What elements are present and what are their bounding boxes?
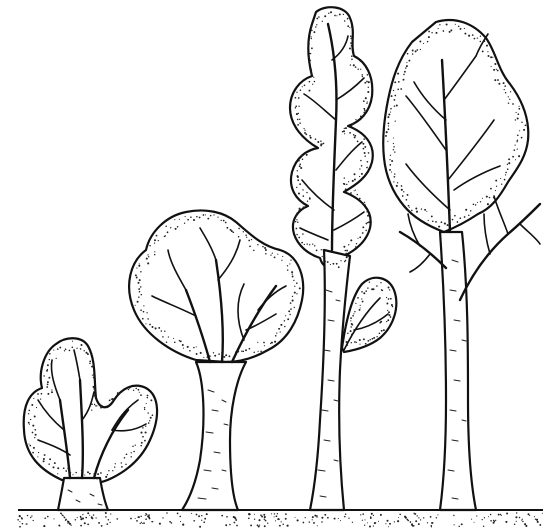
tall-ovate-tree — [383, 20, 540, 510]
broad-crown-tree — [129, 210, 303, 510]
ground-stipple — [17, 512, 542, 528]
tall-tree-crown — [383, 20, 528, 232]
broad-tree-trunk — [182, 362, 246, 510]
columnar-lobed-tree — [290, 7, 396, 510]
ground — [17, 510, 543, 528]
small-tree-trunk — [58, 478, 108, 510]
tall-tree-trunk — [440, 232, 476, 510]
small-shrub-tree — [24, 338, 157, 510]
